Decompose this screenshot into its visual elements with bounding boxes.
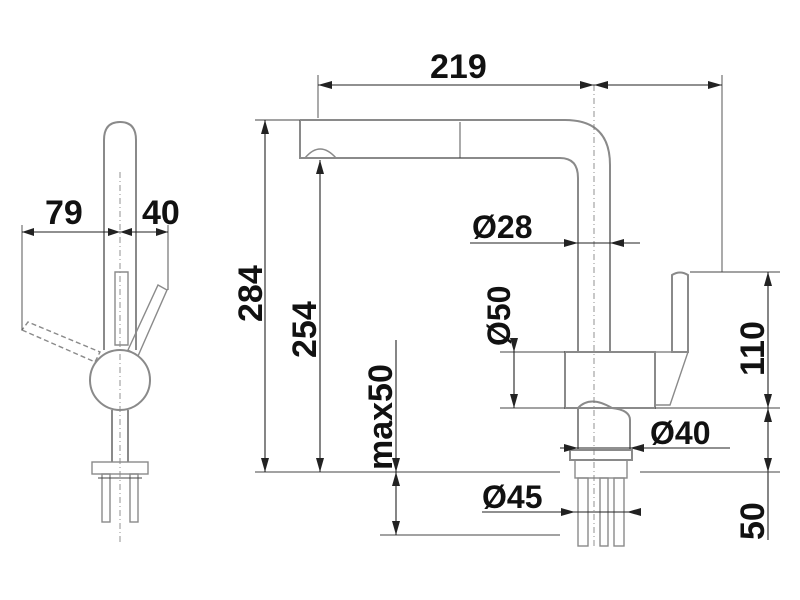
dim-79-label: 79: [45, 194, 83, 232]
side-lever: [127, 284, 168, 358]
dim-110-label: 110: [734, 321, 772, 376]
dim-d28-label: Ø28: [472, 209, 532, 245]
side-handle-solid: [114, 271, 129, 346]
faucet-thread: [574, 459, 628, 479]
front-view: 219 284 254 max50 Ø28 Ø50: [232, 48, 780, 548]
spout-outlet: [304, 148, 337, 159]
dim-50-label: 50: [734, 502, 772, 540]
dim-d40-label: Ø40: [650, 415, 710, 451]
faucet-lever: [671, 271, 689, 353]
side-connector-left: [101, 473, 111, 523]
dim-max50-label: max50: [362, 364, 400, 470]
dim-254-label: 254: [286, 301, 324, 358]
faucet-body: [564, 351, 656, 409]
side-connector-right: [129, 473, 139, 523]
side-base: [111, 410, 129, 462]
dim-d50-label: Ø50: [481, 286, 517, 346]
side-spout-outline: [103, 120, 137, 350]
spout-outline: [299, 119, 611, 352]
faucet-neck: [577, 400, 631, 450]
dim-d45-label: Ø45: [482, 479, 542, 515]
faucet-flange: [569, 449, 633, 461]
dim-219-label: 219: [430, 48, 487, 86]
side-flange: [91, 461, 149, 475]
side-handle-dashed: [20, 321, 101, 363]
dim-284-label: 284: [232, 265, 270, 322]
side-view: 79 40: [20, 120, 180, 545]
dim-40-label: 40: [142, 194, 180, 232]
side-body: [89, 349, 151, 411]
